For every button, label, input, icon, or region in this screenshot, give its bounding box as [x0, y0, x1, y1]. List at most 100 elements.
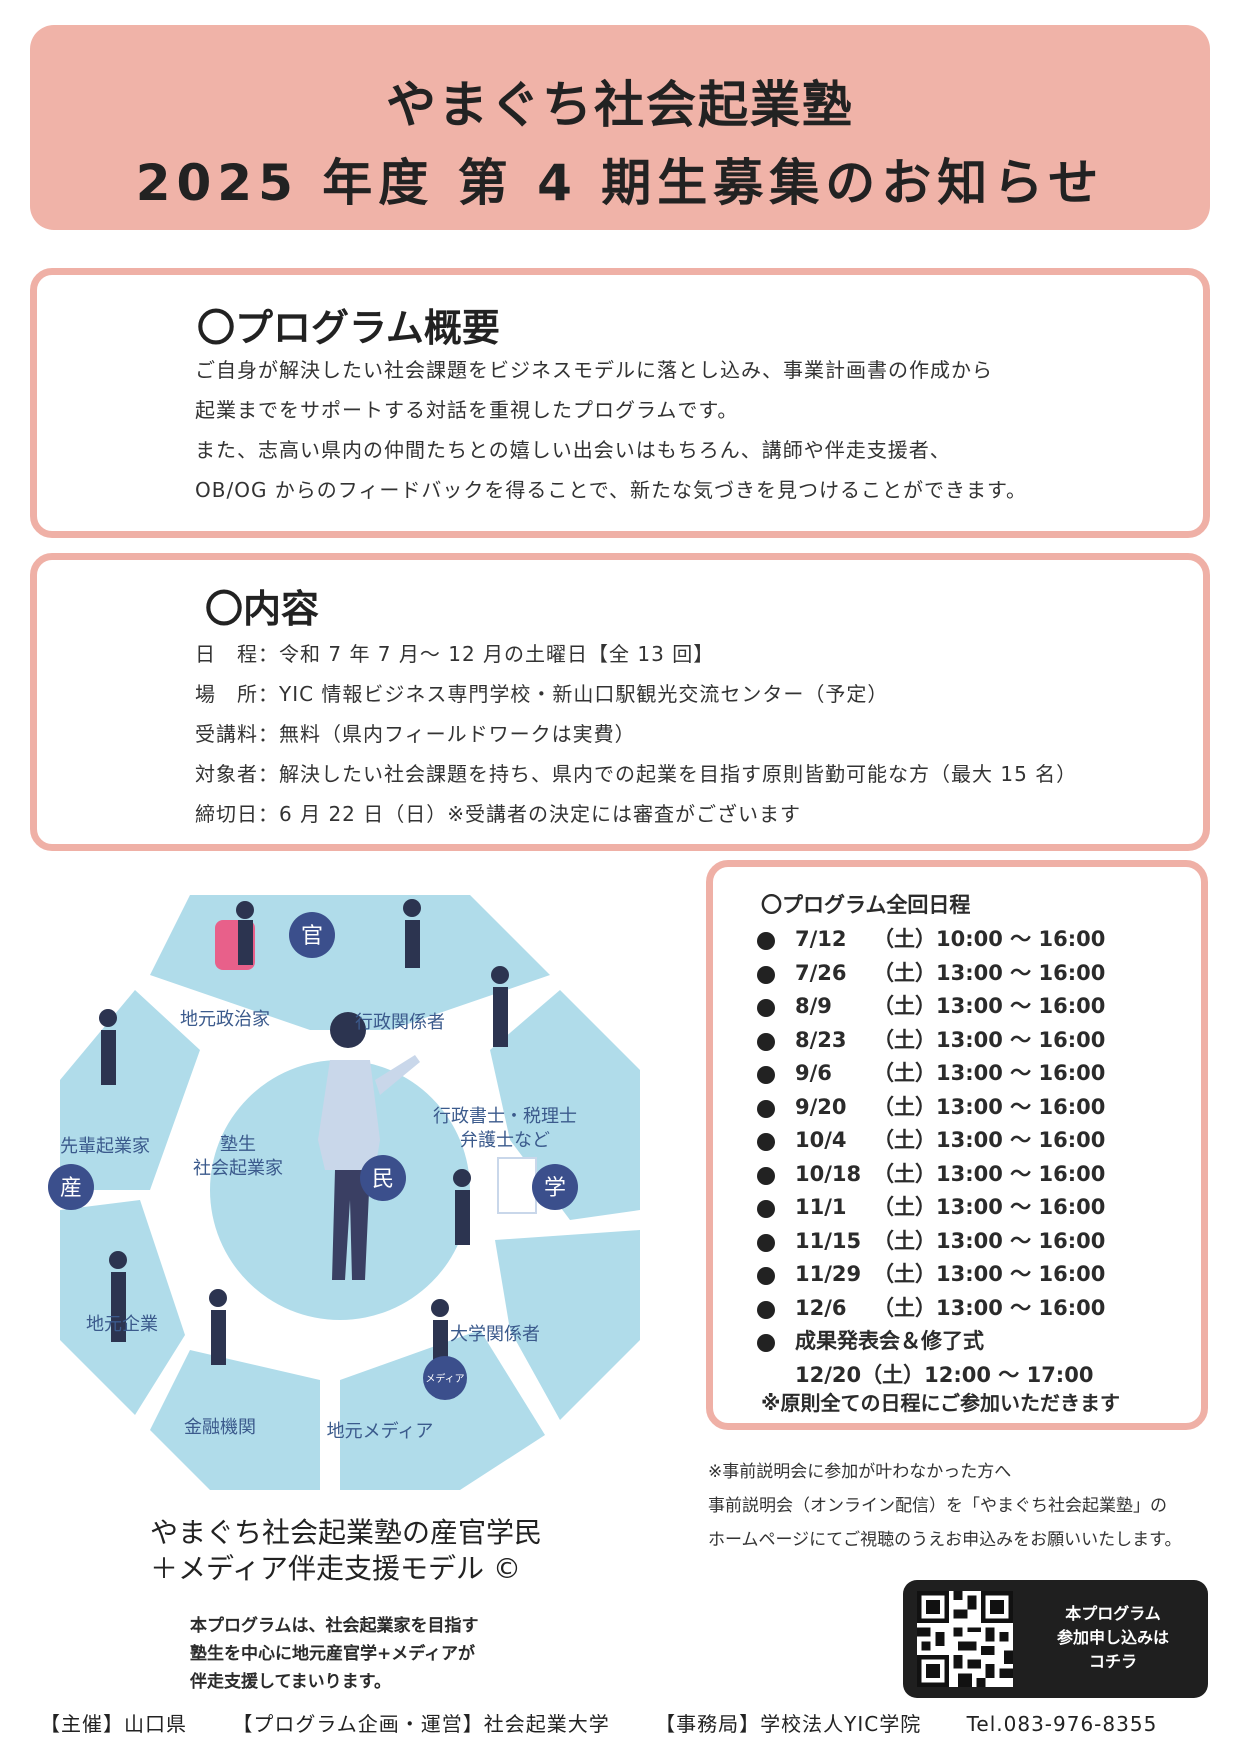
- label-finance: 金融機関: [184, 1417, 256, 1438]
- apply-text[interactable]: 本プログラム 参加申し込みは コチラ: [1023, 1602, 1203, 1674]
- content-title: 〇内容: [205, 587, 320, 631]
- label-admin: 行政関係者: [355, 1012, 445, 1033]
- schedule-date: 7/12: [795, 927, 847, 951]
- diagram-labels: 官 民 学 産 メディア 塾生 社会起業家 地元政治家 行政関係者 行政書士・税…: [60, 924, 577, 1442]
- schedule-note: ※原則全ての日程にご参加いただきます: [761, 1391, 1121, 1415]
- center-label-2: 社会起業家: [193, 1158, 283, 1179]
- schedule-list: 7/12 （土）10:00 ～ 16:00 7/26 （土）13:00 ～ 16:00…: [753, 923, 1105, 1392]
- model-desc-line: 伴走支援してまいります。: [190, 1672, 391, 1692]
- prenote-line: ※事前説明会に参加が叶わなかった方へ: [708, 1462, 1012, 1482]
- footer-host: 【主催】山口県: [40, 1712, 187, 1736]
- bullet-icon: [757, 1300, 775, 1319]
- bullet-icon: [757, 1133, 775, 1151]
- bullet-icon: [757, 1233, 775, 1252]
- schedule-panel: 〇プログラム全回日程 7/12 （土）10:00 ～ 16:00 7/26 （土）13…: [706, 860, 1208, 1430]
- schedule-date: 9/20: [795, 1094, 847, 1119]
- schedule-title: 〇プログラム全回日程: [761, 893, 971, 917]
- label-politician: 地元政治家: [180, 1009, 270, 1030]
- badge-kan: 官: [301, 924, 323, 949]
- apply-qr-box[interactable]: 本プログラム 参加申し込みは コチラ: [903, 1580, 1208, 1698]
- content-fee-line: 受講料：無料（県内フィールドワークは実費）: [195, 722, 636, 746]
- prenote-line: ホームページにてご視聴のうえお申込みをお願いいたします。: [708, 1530, 1182, 1550]
- model-title-line-2: ＋メディア伴走支援モデル ©: [150, 1552, 521, 1585]
- schedule-time: （土）13:00 ～ 16:00: [873, 1195, 1106, 1219]
- qr-code-icon[interactable]: [917, 1591, 1013, 1687]
- model-desc-line: 塾生を中心に地元産官学+メディアが: [190, 1644, 476, 1664]
- overview-title: 〇プログラム概要: [197, 306, 500, 350]
- content-schedule-line: 日 程：令和 7 年 7 月～ 12 月の土曜日【全 13 回】: [195, 642, 715, 666]
- header-title: やまぐち社会起業塾: [386, 76, 854, 134]
- label-company: 地元企業: [86, 1314, 158, 1335]
- schedule-item: 10/4 （土）13:00 ～ 16:00: [753, 1124, 1105, 1158]
- schedule-time: （土）13:00 ～ 16:00: [873, 1295, 1106, 1320]
- schedule-time: （土）10:00 ～ 16:00: [873, 927, 1106, 951]
- footer: 【主催】山口県 【プログラム企画・運営】社会起業大学 【事務局】学校法人YIC学…: [40, 1708, 1210, 1737]
- segment-senior: [60, 990, 200, 1190]
- overview-line: 起業までをサポートする対話を重視したプログラムです。: [195, 398, 739, 422]
- schedule-date: 11/29: [795, 1262, 862, 1286]
- footer-tel: Tel.083-976-8355: [966, 1712, 1158, 1736]
- schedule-item-final: 成果発表会＆修了式: [753, 1325, 1105, 1359]
- content-venue-line: 場 所：YIC 情報ビジネス専門学校・新山口駅観光交流センター（予定）: [195, 682, 889, 706]
- schedule-item: 11/1 （土）13:00 ～ 16:00: [753, 1191, 1105, 1225]
- label-lawyer-2: 弁護士など: [460, 1130, 550, 1151]
- model-title: やまぐち社会起業塾の産官学民 ＋メディア伴走支援モデル ©: [150, 1515, 542, 1587]
- content-panel: 〇内容 日 程：令和 7 年 7 月～ 12 月の土曜日【全 13 回】 場 所…: [30, 553, 1210, 851]
- schedule-date: 10/4: [795, 1128, 847, 1152]
- final-label: 成果発表会＆修了式: [795, 1329, 984, 1353]
- content-text: 日 程：令和 7 年 7 月～ 12 月の土曜日【全 13 回】 場 所：YIC…: [195, 634, 1077, 834]
- bullet-icon: [757, 965, 775, 984]
- overview-line: OB/OG からのフィードバックを得ることで、新たな気づきを見つけることができま…: [195, 478, 1027, 502]
- schedule-time: （土）13:00 ～ 16:00: [873, 1128, 1106, 1152]
- badge-min: 民: [372, 1167, 394, 1192]
- label-lawyer-1: 行政書士・税理士: [433, 1106, 577, 1127]
- schedule-item: 10/18（土）13:00 ～ 16:00: [753, 1158, 1105, 1192]
- entrepreneur-figure: [318, 1012, 420, 1280]
- badge-media: メディア: [425, 1372, 464, 1385]
- schedule-date: 9/6: [795, 1061, 832, 1085]
- schedule-item: 11/15 （土）13:00 ～ 16:00: [753, 1225, 1105, 1259]
- schedule-time: （土）13:00 ～ 16:00: [873, 1228, 1106, 1253]
- schedule-time: （土）13:00 ～ 16:00: [873, 994, 1106, 1018]
- schedule-time: （土）13:00 ～ 16:00: [873, 1161, 1106, 1186]
- model-description: 本プログラムは、社会起業家を目指す 塾生を中心に地元産官学+メディアが 伴走支援…: [190, 1612, 479, 1696]
- overview-text: ご自身が解決したい社会課題をビジネスモデルに落とし込み、事業計画書の作成から 起…: [195, 350, 1027, 510]
- overview-line: また、志高い県内の仲間たちとの嬉しい出会いはもちろん、講師や伴走支援者、: [195, 438, 951, 462]
- schedule-date: 11/15: [795, 1228, 862, 1253]
- schedule-time: （土）13:00 ～ 16:00: [873, 1262, 1106, 1286]
- badge-gaku: 学: [544, 1176, 566, 1201]
- schedule-date: 11/1: [795, 1195, 847, 1219]
- schedule-date: 7/26: [795, 960, 847, 985]
- bullet-icon: [757, 1334, 775, 1352]
- overview-line: ご自身が解決したい社会課題をビジネスモデルに落とし込み、事業計画書の作成から: [195, 358, 993, 382]
- overview-panel: 〇プログラム概要 ご自身が解決したい社会課題をビジネスモデルに落とし込み、事業計…: [30, 268, 1210, 538]
- content-deadline-line: 締切日：6 月 22 日（日）※受講者の決定には審査がございます: [195, 802, 802, 826]
- diagram-badges: [48, 912, 578, 1400]
- support-model-diagram: 官 民 学 産 メディア 塾生 社会起業家 地元政治家 行政関係者 行政書士・税…: [48, 895, 640, 1490]
- header-subtitle: 2025 年度 第 4 期生募集のお知らせ: [135, 154, 1105, 212]
- content-target-line: 対象者：解決したい社会課題を持ち、県内での起業を目指す原則皆勤可能な方（最大 1…: [195, 762, 1078, 786]
- schedule-time: （土）13:00 ～ 16:00: [873, 1027, 1106, 1052]
- schedule-item: 11/29 （土）13:00 ～ 16:00: [753, 1258, 1105, 1292]
- footer-office: 【事務局】学校法人YIC学院: [655, 1712, 922, 1736]
- bullet-icon: [757, 932, 775, 950]
- bullet-icon: [757, 1166, 775, 1185]
- schedule-date: 8/9: [795, 994, 832, 1018]
- model-desc-line: 本プログラムは、社会起業家を目指す: [190, 1616, 479, 1636]
- segment-finance: [150, 1350, 320, 1490]
- label-senior: 先輩起業家: [60, 1136, 150, 1157]
- final-time: 12/20（土）12:00 ～ 17:00: [795, 1362, 1094, 1387]
- bullet-icon: [757, 1066, 775, 1084]
- schedule-item: 9/6 （土）13:00 ～ 16:00: [753, 1057, 1105, 1091]
- footer-planner: 【プログラム企画・運営】社会起業大学: [232, 1712, 610, 1736]
- schedule-item: 12/6（土）13:00 ～ 16:00: [753, 1292, 1105, 1326]
- apply-line: 本プログラム: [1065, 1604, 1161, 1623]
- schedule-time: （土）13:00 ～ 16:00: [873, 1061, 1106, 1085]
- label-university: 大学関係者: [450, 1324, 540, 1345]
- apply-line: 参加申し込みは: [1056, 1628, 1169, 1647]
- schedule-time: （土）13:00 ～ 16:00: [873, 960, 1106, 985]
- header-banner: やまぐち社会起業塾 2025 年度 第 4 期生募集のお知らせ: [30, 25, 1210, 230]
- bullet-icon: [757, 1200, 775, 1218]
- segment-gaku-bottom: [495, 1230, 640, 1420]
- bullet-icon: [757, 1267, 775, 1285]
